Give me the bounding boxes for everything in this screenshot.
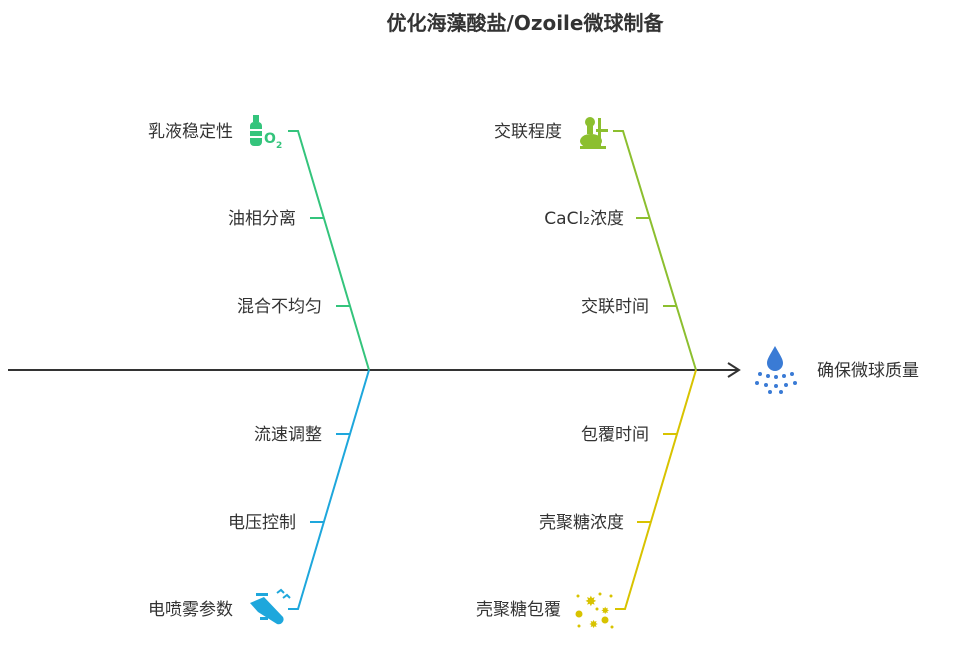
cause-label: 交联时间 [581, 297, 649, 317]
cause-label: 壳聚糖浓度 [539, 513, 624, 533]
cause-label: 混合不均匀 [237, 297, 322, 317]
branch-label: 壳聚糖包覆 [476, 600, 561, 620]
cause-label: 电压控制 [228, 513, 296, 533]
droplet-spray-icon [755, 346, 797, 394]
lab-flask-icon [580, 117, 608, 149]
sparkle-particles-icon: ✸ ✸ ✸ [575, 592, 614, 631]
svg-text:✸: ✸ [589, 618, 598, 631]
diagram-title: 优化海藻酸盐/Ozoile微球制备 [387, 11, 665, 35]
effect-label: 确保微球质量 [817, 361, 919, 381]
spray-nozzle-icon [250, 588, 291, 625]
branch-label: 乳液稳定性 [148, 122, 233, 142]
branch-label: 交联程度 [494, 122, 562, 142]
oxygen-tank-icon: O 2 [250, 115, 282, 151]
svg-text:✸: ✸ [601, 606, 609, 617]
branch-chitosan-coating: ✸ ✸ ✸ 壳聚糖包覆 包覆时间 壳聚糖浓度 [476, 369, 697, 631]
cause-label: 流速调整 [254, 425, 322, 445]
svg-text:O: O [264, 131, 276, 147]
cause-label: 油相分离 [228, 209, 296, 229]
svg-text:2: 2 [276, 141, 282, 151]
branch-emulsion-stability: O 2 乳液稳定性 油相分离 混合不均匀 [148, 115, 370, 371]
branch-crosslinking-degree: 交联程度 CaCl₂浓度 交联时间 [494, 117, 697, 371]
cause-label: 包覆时间 [581, 425, 649, 445]
spine-arrowhead [727, 362, 741, 378]
cause-label: CaCl₂浓度 [544, 209, 624, 229]
branch-label: 电喷雾参数 [148, 600, 233, 620]
branch-electrospray-parameters: 电喷雾参数 流速调整 电压控制 [148, 369, 370, 625]
svg-text:✸: ✸ [585, 594, 597, 610]
